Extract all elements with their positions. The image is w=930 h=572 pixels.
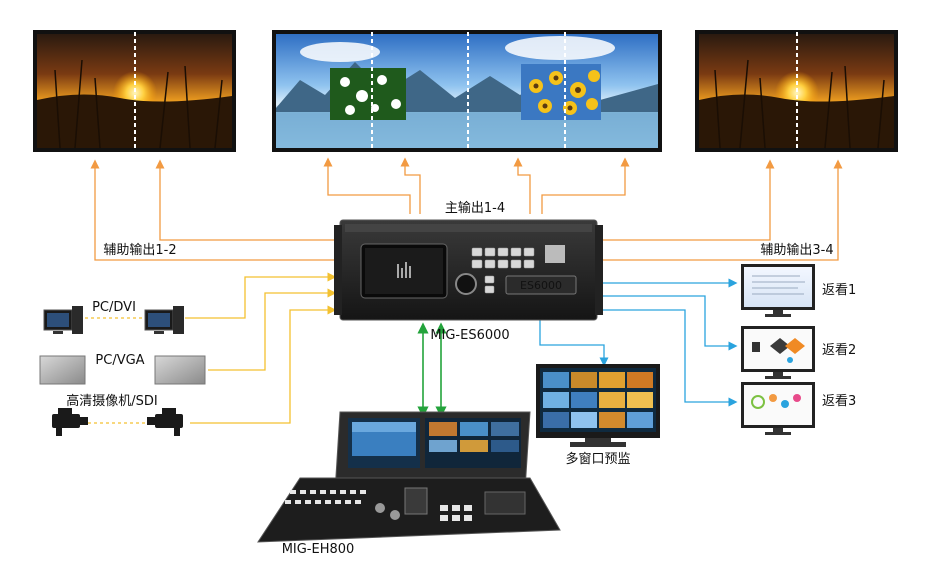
pc-dvi-source-left <box>43 306 83 334</box>
multiview-label: 多窗口预监 <box>565 451 630 467</box>
monitor-line-2 <box>597 295 738 351</box>
input-lines <box>85 272 337 424</box>
camera-icon-right <box>147 408 183 436</box>
multiview-monitor <box>536 364 660 447</box>
camera-icon-left <box>52 408 88 436</box>
aux-right-label: 辅助输出3-4 <box>760 242 833 258</box>
monitor-line-3 <box>597 309 738 407</box>
processor-badge-plate <box>505 275 577 295</box>
monitor-lines <box>539 278 738 407</box>
main-video-wall <box>272 30 662 152</box>
monitor-1-label: 返看1 <box>822 282 856 298</box>
processor-badge: ES6000 <box>520 279 562 292</box>
input-line-dvi <box>185 272 337 319</box>
input-line-sdi <box>190 305 337 424</box>
main-output-label: 主输出1-4 <box>445 200 505 216</box>
input-line-vga <box>208 288 337 371</box>
aux-left-label: 辅助输出1-2 <box>103 242 176 258</box>
processor-logo-icon <box>397 262 411 278</box>
main-output-line-2 <box>400 157 421 214</box>
camera-sdi-label: 高清摄像机/SDI <box>66 393 157 409</box>
aux-output-line-2 <box>155 159 340 241</box>
processor-model-label: MIG-ES6000 <box>430 328 509 343</box>
pc-vga-source-left <box>39 355 86 385</box>
main-output-line-1 <box>323 157 411 214</box>
main-output-line-3 <box>513 157 531 214</box>
processor-keypad <box>471 247 535 294</box>
processor-small-display <box>545 245 565 263</box>
monitor-3 <box>741 382 815 435</box>
pc-vga-label: PC/VGA <box>95 353 144 368</box>
processor-unit: ES6000 <box>334 219 603 321</box>
pc-dvi-source-right <box>144 306 184 334</box>
pc-vga-source-right <box>154 355 206 385</box>
main-output-line-4 <box>541 157 630 214</box>
aux-screen-right <box>695 30 898 152</box>
aux-output-line-4 <box>595 159 843 261</box>
aux-output-line-1 <box>90 159 340 261</box>
processor-knob <box>455 273 477 295</box>
aux-screen-left <box>33 30 236 152</box>
control-console <box>257 411 561 543</box>
monitor-1 <box>741 264 815 317</box>
output-lines <box>90 157 843 261</box>
multiview-line <box>539 320 609 367</box>
pc-dvi-label: PC/DVI <box>92 300 136 315</box>
console-model-label: MIG-EH800 <box>282 542 355 557</box>
monitor-2 <box>741 326 815 379</box>
white-flower-image <box>330 68 406 120</box>
aux-output-line-3 <box>595 159 775 241</box>
monitor-2-label: 返看2 <box>822 342 856 358</box>
monitor-3-label: 返看3 <box>822 393 856 409</box>
control-lines <box>417 322 447 418</box>
